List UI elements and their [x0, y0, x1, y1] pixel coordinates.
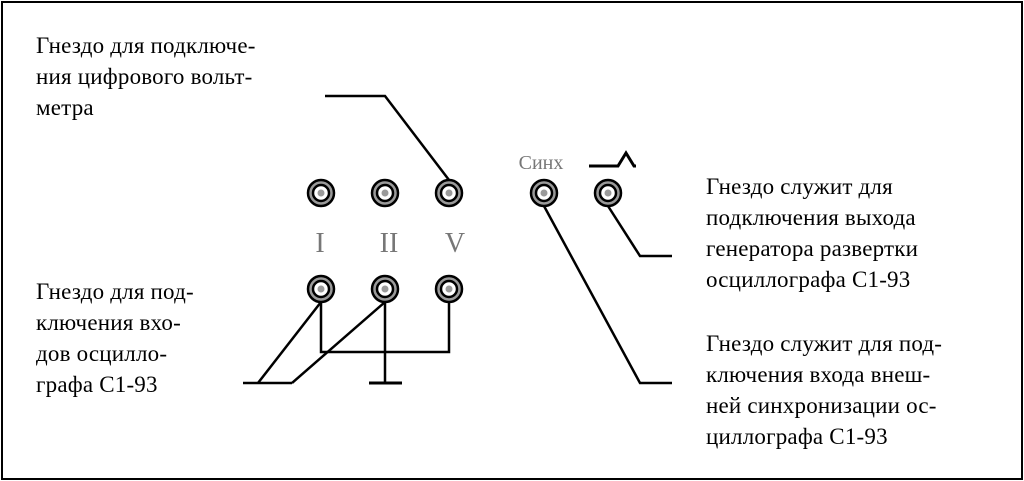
channel-label-i: I	[315, 228, 324, 259]
leader-osc-input-ii	[291, 301, 386, 384]
channel-label-v: V	[445, 228, 465, 259]
jack-voltmeter[interactable]	[434, 178, 464, 208]
leader-sweep-output	[606, 205, 672, 258]
channel-label-ii: II	[380, 228, 399, 259]
sweep-output-note: Гнездо служит для подключения выхода ген…	[706, 174, 919, 292]
jack-sweep-output[interactable]	[593, 178, 623, 208]
jack-ii-input[interactable]	[370, 274, 400, 304]
oscilloscope-inputs-note: Гнездо для под- ключения вхо- дов осцилл…	[36, 279, 194, 397]
jack-ii-top[interactable]	[370, 178, 400, 208]
sync-input-note: Гнездо служит для под- ключения входа вн…	[706, 331, 943, 449]
jack-i-top[interactable]	[306, 178, 336, 208]
jack-sync[interactable]	[529, 178, 559, 208]
leader-sync-input	[542, 205, 672, 385]
jack-v-input[interactable]	[434, 274, 464, 304]
jack-i-input[interactable]	[306, 274, 336, 304]
sync-label: Синх	[519, 152, 564, 174]
voltmeter-jack-note: Гнездо для подключе- ния цифрового вольт…	[36, 33, 256, 120]
sawtooth-symbol	[589, 150, 636, 168]
leader-osc-input-i	[257, 301, 322, 384]
leader-voltmeter	[325, 94, 450, 181]
